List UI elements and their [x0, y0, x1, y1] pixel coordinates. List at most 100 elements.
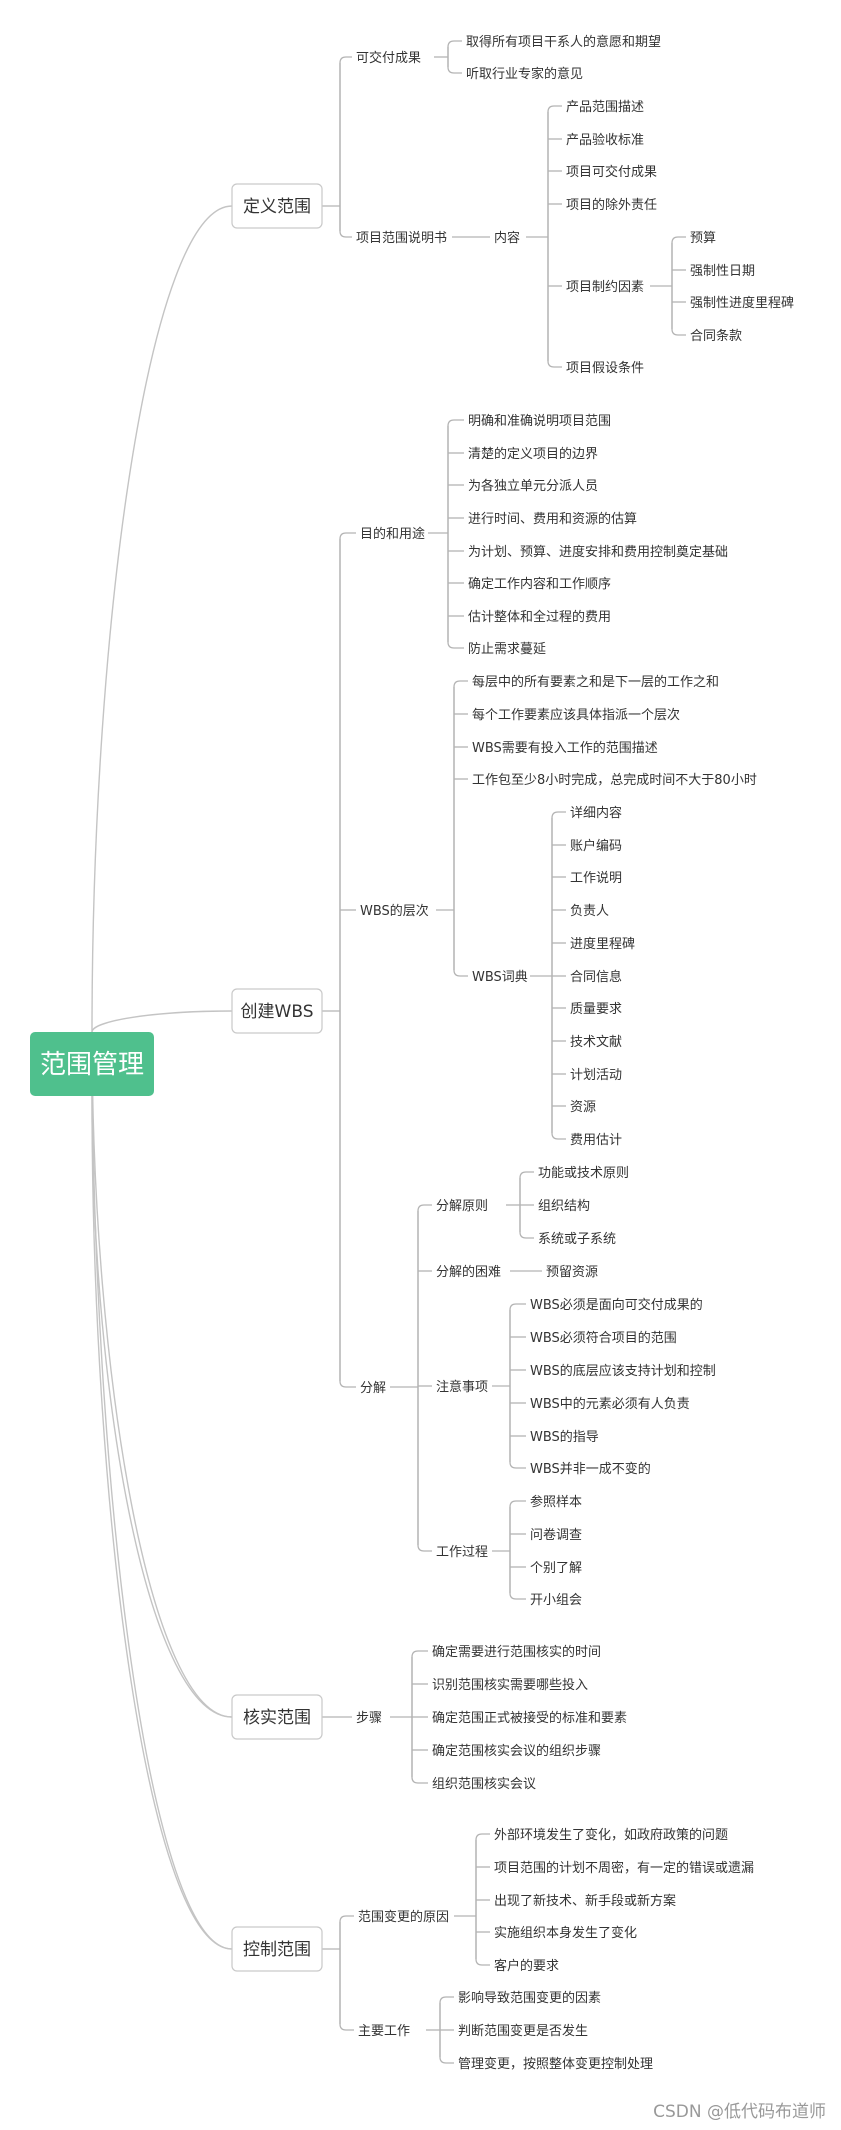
- leaf-node[interactable]: 外部环境发生了变化，如政府政策的问题: [494, 1827, 728, 1843]
- leaf-node[interactable]: 项目假设条件: [566, 360, 644, 376]
- node-wbs-dictionary[interactable]: WBS词典: [472, 970, 528, 985]
- leaf-node[interactable]: 系统或子系统: [538, 1232, 616, 1247]
- leaf-node[interactable]: 确定范围核实会议的组织步骤: [432, 1743, 601, 1759]
- leaf-node[interactable]: 出现了新技术、新手段或新方案: [494, 1893, 676, 1909]
- leaf-node[interactable]: 判断范围变更是否发生: [458, 2023, 588, 2039]
- leaf-node[interactable]: 为计划、预算、进度安排和费用控制奠定基础: [468, 544, 728, 560]
- connector-line: [339, 1011, 356, 1388]
- leaf-node[interactable]: 计划活动: [570, 1068, 622, 1083]
- leaf-node[interactable]: 进行时间、费用和资源的估算: [468, 511, 637, 527]
- leaf-node[interactable]: 技术文献: [570, 1035, 622, 1050]
- connector-line: [439, 1996, 454, 2030]
- topic-create-wbs[interactable]: 创建WBS: [231, 988, 323, 1034]
- leaf-node[interactable]: WBS的指导: [530, 1429, 599, 1445]
- connector-line: [453, 910, 468, 977]
- node-main-work[interactable]: 主要工作: [358, 2024, 410, 2039]
- topic-verify-scope[interactable]: 核实范围: [231, 1694, 323, 1740]
- watermark: CSDN @低代码布道师: [653, 2102, 826, 2122]
- leaf-node[interactable]: 识别范围核实需要哪些投入: [432, 1677, 588, 1693]
- connector-line: [547, 105, 562, 237]
- leaf-node[interactable]: 影响导致范围变更的因素: [458, 1990, 601, 2006]
- leaf-node[interactable]: 清楚的定义项目的边界: [468, 446, 598, 462]
- node-notes[interactable]: 注意事项: [436, 1379, 488, 1395]
- leaf-node[interactable]: 产品验收标准: [566, 132, 644, 148]
- connector-line: [519, 1205, 534, 1239]
- leaf-node[interactable]: WBS必须是面向可交付成果的: [530, 1297, 703, 1313]
- leaf-node[interactable]: 功能或技术原则: [538, 1166, 629, 1181]
- leaf-node[interactable]: 听取行业专家的意见: [466, 66, 583, 82]
- leaf-node[interactable]: 组织范围核实会议: [432, 1777, 536, 1792]
- leaf-node[interactable]: 参照样本: [530, 1494, 582, 1510]
- node-work-process[interactable]: 工作过程: [436, 1545, 488, 1560]
- leaf-node[interactable]: 项目可交付成果: [566, 164, 657, 180]
- leaf-node[interactable]: 工作包至少8小时完成，总完成时间不大于80小时: [472, 773, 757, 788]
- leaf-node[interactable]: 个别了解: [530, 1561, 582, 1576]
- leaf-node[interactable]: 项目的除外责任: [566, 197, 657, 213]
- leaf-node[interactable]: 负责人: [570, 904, 609, 919]
- topic-define-scope[interactable]: 定义范围: [231, 183, 323, 229]
- root-node[interactable]: 范围管理: [30, 1032, 154, 1096]
- branch-connectors: [322, 40, 686, 2064]
- leaf-node[interactable]: 账户编码: [570, 838, 622, 854]
- leaf-node[interactable]: 项目制约因素: [566, 280, 644, 295]
- topic-box: [231, 988, 323, 1034]
- leaf-node[interactable]: 强制性日期: [690, 264, 755, 279]
- leaf-node[interactable]: 客户的要求: [494, 1958, 559, 1974]
- root-connectors: [91, 205, 233, 1950]
- leaf-node[interactable]: 进度里程碑: [570, 936, 635, 952]
- node-wbs-levels[interactable]: WBS的层次: [360, 903, 429, 919]
- node-decompose-difficulty[interactable]: 分解的困难: [436, 1264, 501, 1280]
- node-deliverables[interactable]: 可交付成果: [356, 50, 421, 66]
- leaf-node[interactable]: 预留资源: [546, 1265, 598, 1280]
- connector-line: [551, 976, 566, 1140]
- leaf-node[interactable]: 项目范围的计划不周密，有一定的错误或遗漏: [494, 1860, 754, 1876]
- leaf-node[interactable]: WBS中的元素必须有人负责: [530, 1396, 690, 1412]
- leaf-node[interactable]: 防止需求蔓延: [468, 641, 546, 657]
- leaf-node[interactable]: 合同条款: [690, 328, 742, 344]
- root-connector: [91, 1031, 233, 1950]
- leaf-node[interactable]: 费用估计: [570, 1133, 622, 1148]
- leaf-node[interactable]: WBS的底层应该支持计划和控制: [530, 1363, 716, 1379]
- connector-line: [519, 1171, 534, 1205]
- node-decompose[interactable]: 分解: [360, 1381, 386, 1396]
- leaf-node[interactable]: 预算: [690, 231, 716, 246]
- leaf-node[interactable]: WBS需要有投入工作的范围描述: [472, 740, 658, 756]
- leaf-node[interactable]: 开小组会: [530, 1593, 582, 1608]
- leaf-node[interactable]: 明确和准确说明项目范围: [468, 414, 611, 429]
- node-purpose[interactable]: 目的和用途: [360, 526, 425, 542]
- leaf-node[interactable]: 合同信息: [570, 969, 622, 985]
- leaf-node[interactable]: 每层中的所有要素之和是下一层的工作之和: [472, 674, 719, 690]
- leaf-node[interactable]: 质量要求: [570, 1002, 622, 1017]
- leaf-node[interactable]: 资源: [570, 1100, 596, 1115]
- leaf-node[interactable]: 估计整体和全过程的费用: [468, 609, 611, 625]
- topic-label: 创建WBS: [241, 1002, 314, 1022]
- leaf-node[interactable]: WBS并非一成不变的: [530, 1461, 651, 1477]
- root-node-box: [30, 1032, 154, 1096]
- leaf-node[interactable]: 实施组织本身发生了变化: [494, 1925, 637, 1941]
- leaf-node[interactable]: 详细内容: [570, 805, 622, 821]
- leaf-node[interactable]: 每个工作要素应该具体指派一个层次: [472, 707, 680, 723]
- leaf-node[interactable]: 工作说明: [570, 871, 622, 886]
- topic-control-scope[interactable]: 控制范围: [231, 1926, 323, 1972]
- topic-label: 定义范围: [243, 197, 311, 217]
- root-node-label: 范围管理: [40, 1050, 144, 1080]
- node-scope-statement[interactable]: 项目范围说明书: [356, 231, 447, 246]
- leaf-node[interactable]: 为各独立单元分派人员: [468, 478, 598, 494]
- leaf-node[interactable]: 确定工作内容和工作顺序: [468, 576, 611, 592]
- leaf-node[interactable]: 确定范围正式被接受的标准和要素: [432, 1710, 627, 1726]
- node-content[interactable]: 内容: [494, 230, 520, 246]
- topic-box: [231, 1694, 323, 1740]
- node-decompose-principle[interactable]: 分解原则: [436, 1199, 488, 1214]
- leaf-node[interactable]: 组织结构: [538, 1199, 590, 1214]
- leaf-node[interactable]: 产品范围描述: [566, 100, 644, 115]
- node-change-causes[interactable]: 范围变更的原因: [358, 1909, 449, 1925]
- leaf-node[interactable]: 取得所有项目干系人的意愿和期望: [466, 34, 661, 50]
- topic-box: [231, 183, 323, 229]
- connector-line: [439, 2030, 454, 2064]
- leaf-node[interactable]: 确定需要进行范围核实的时间: [432, 1644, 601, 1660]
- leaf-node[interactable]: 管理变更，按照整体变更控制处理: [458, 2056, 653, 2072]
- leaf-node[interactable]: 强制性进度里程碑: [690, 295, 794, 311]
- node-steps[interactable]: 步骤: [356, 1711, 382, 1726]
- leaf-node[interactable]: WBS必须符合项目的范围: [530, 1330, 677, 1346]
- leaf-node[interactable]: 问卷调查: [530, 1527, 582, 1543]
